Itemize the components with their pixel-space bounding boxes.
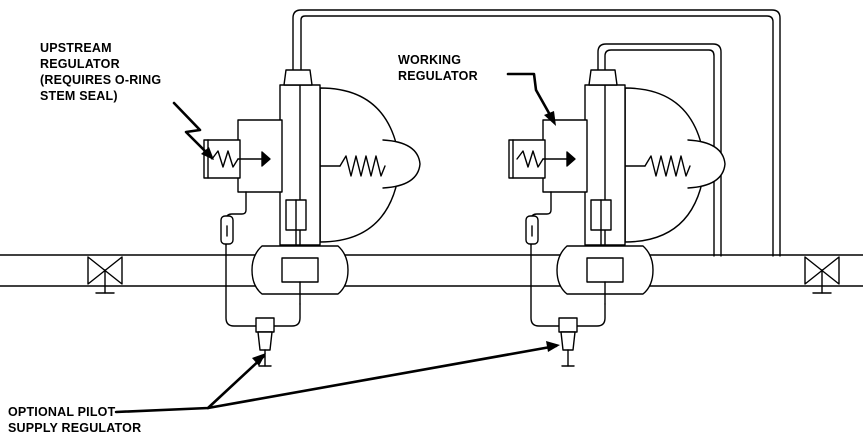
upstream-label-line-3: (REQUIRES O-RING bbox=[40, 73, 162, 87]
inlet-gate-valve bbox=[87, 256, 123, 294]
upstream-regulator-leader-arrow bbox=[172, 101, 214, 160]
pilot-label-line-1: OPTIONAL PILOT bbox=[8, 405, 116, 419]
working-pilot-supply-regulator bbox=[558, 317, 578, 367]
outlet-gate-valve bbox=[804, 256, 840, 294]
upstream-regulator-label: UPSTREAM REGULATOR (REQUIRES O-RING STEM… bbox=[40, 40, 161, 104]
working-label-line-1: WORKING bbox=[398, 53, 462, 67]
upstream-regulator bbox=[203, 69, 421, 327]
pilot-supply-leader-arrows bbox=[114, 341, 560, 414]
downstream-sensing-lines bbox=[292, 9, 781, 257]
upstream-pilot-supply-regulator bbox=[255, 317, 275, 367]
main-pipeline bbox=[0, 254, 863, 287]
working-label-line-2: REGULATOR bbox=[398, 69, 478, 83]
upstream-label-line-1: UPSTREAM bbox=[40, 41, 112, 55]
upstream-label-line-2: REGULATOR bbox=[40, 57, 120, 71]
working-regulator bbox=[508, 69, 726, 327]
working-regulator-label: WORKING REGULATOR bbox=[398, 52, 478, 84]
pilot-label-line-2: SUPPLY REGULATOR bbox=[8, 421, 142, 435]
working-regulator-leader-arrow bbox=[506, 72, 556, 126]
optional-pilot-supply-regulator-label: OPTIONAL PILOT SUPPLY REGULATOR bbox=[8, 404, 141, 436]
upstream-label-line-4: STEM SEAL) bbox=[40, 89, 118, 103]
